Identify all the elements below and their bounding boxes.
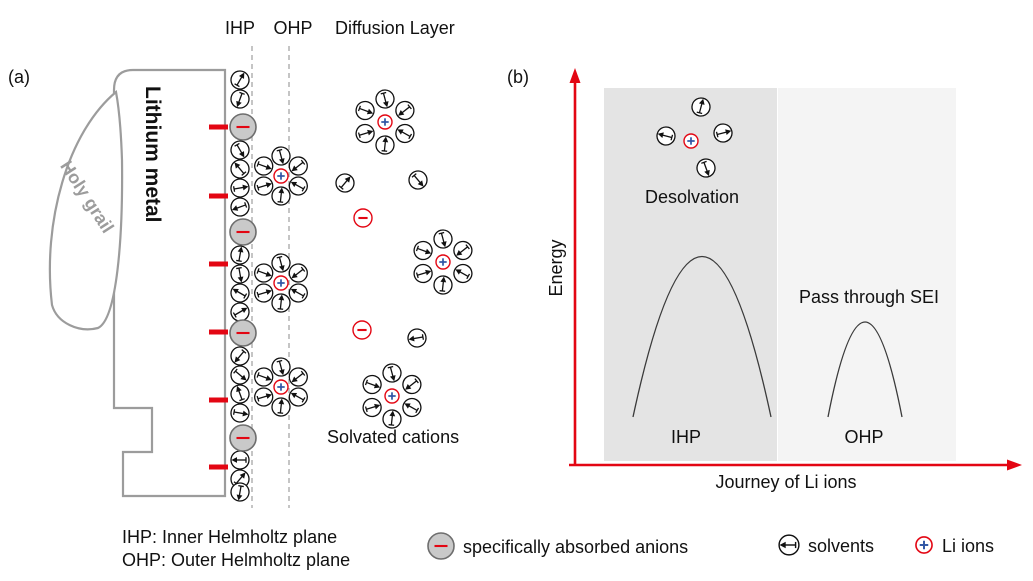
ohp-top-label: OHP <box>273 18 312 38</box>
journey-axis-label: Journey of Li ions <box>715 472 856 492</box>
ihp-top-label: IHP <box>225 18 255 38</box>
free-anion-icon <box>351 319 373 341</box>
solvent-icon <box>352 98 378 123</box>
solvent-icon <box>381 408 403 430</box>
solvent-icon <box>230 450 250 470</box>
solvent-icon <box>227 67 253 93</box>
solvent-icon <box>411 261 435 286</box>
solvent-legend-icon <box>778 534 800 556</box>
solvent-icon <box>391 97 419 124</box>
li-ion-icon <box>435 254 451 270</box>
absorbed-anion-icon <box>228 318 258 348</box>
solvent-icon <box>380 361 404 385</box>
solvent-icon <box>226 155 254 183</box>
li-ion-icon <box>273 168 289 184</box>
li-ion-icon <box>377 114 393 130</box>
solvent-icon <box>431 227 455 251</box>
x-axis-arrowhead <box>1007 459 1022 471</box>
panel-b-tag: (b) <box>507 67 529 87</box>
desolvation-label: Desolvation <box>645 187 739 207</box>
solvent-icon <box>398 371 426 398</box>
absorbed-anion-icon <box>228 112 258 142</box>
ohp-energy-region <box>778 88 956 461</box>
panel-a-tag: (a) <box>8 67 30 87</box>
energy-axis-label: Energy <box>546 239 566 296</box>
free-anion-icon <box>352 207 374 229</box>
solvent-icon <box>449 237 477 264</box>
solvent-icon <box>270 396 292 418</box>
absorbed-anion-legend-icon <box>426 531 456 561</box>
solvent-icon <box>353 121 377 146</box>
solvent-icon <box>227 194 253 220</box>
solvent-icon <box>227 381 253 407</box>
legend-li-ions-label: Li ions <box>942 536 994 556</box>
solvent-icon <box>374 134 396 156</box>
ohp-energy-barrier-curve <box>827 321 903 418</box>
solvent-icon <box>360 395 384 420</box>
solvated-cations-label: Solvated cations <box>327 427 459 447</box>
solvent-icon <box>405 326 429 350</box>
solvent-icon <box>226 361 254 389</box>
li-ion-icon <box>683 133 699 149</box>
absorbed-anion-icon <box>228 423 258 453</box>
diffusion-layer-label: Diffusion Layer <box>335 18 455 38</box>
holy-grail-shape <box>48 89 124 331</box>
solvent-icon <box>227 137 253 163</box>
solvent-icon <box>228 243 252 267</box>
solvent-icon <box>270 185 292 207</box>
solvent-icon <box>404 166 432 194</box>
solvent-icon <box>331 169 359 197</box>
solvent-icon <box>251 385 276 409</box>
li-ion-icon <box>273 275 289 291</box>
solvent-icon <box>251 174 276 198</box>
solvent-icon <box>227 86 253 112</box>
ihp-energy-barrier-curve <box>632 255 772 418</box>
surface-charges-group <box>209 124 228 470</box>
absorbed-anion-icon <box>228 217 258 247</box>
solvent-icon <box>227 280 253 306</box>
solvent-icon <box>228 262 252 286</box>
li-ion-icon <box>384 388 400 404</box>
solvent-icon <box>228 401 252 425</box>
legend-solvents-label: solvents <box>808 536 874 556</box>
solvent-icon <box>392 120 418 147</box>
pass-through-sei-label: Pass through SEI <box>799 287 939 307</box>
solvent-icon <box>410 238 436 263</box>
li-ion-icon <box>273 379 289 395</box>
legend-ihp-definition: IHP: Inner Helmholtz plane <box>122 527 337 547</box>
solvent-icon <box>399 394 425 421</box>
lithium-metal-electrode <box>112 68 227 498</box>
solvent-icon <box>373 87 397 111</box>
solvent-icon <box>226 342 254 370</box>
solvent-icon <box>270 292 292 314</box>
lithium-metal-label: Lithium metal <box>141 86 164 223</box>
legend-absorbed-anions-label: specifically absorbed anions <box>463 537 688 557</box>
ihp-zone-label: IHP <box>671 427 701 447</box>
ihp-energy-region <box>604 88 777 461</box>
solvent-icon <box>450 260 476 287</box>
solvent-icon <box>432 274 454 296</box>
solvent-icon <box>228 176 252 200</box>
solvent-icon <box>359 372 385 397</box>
ohp-zone-label: OHP <box>844 427 883 447</box>
solvent-icon <box>251 281 276 305</box>
legend-ohp-definition: OHP: Outer Helmholtz plane <box>122 550 350 570</box>
y-axis-arrowhead <box>569 68 581 83</box>
li-ion-legend-icon <box>914 535 934 555</box>
